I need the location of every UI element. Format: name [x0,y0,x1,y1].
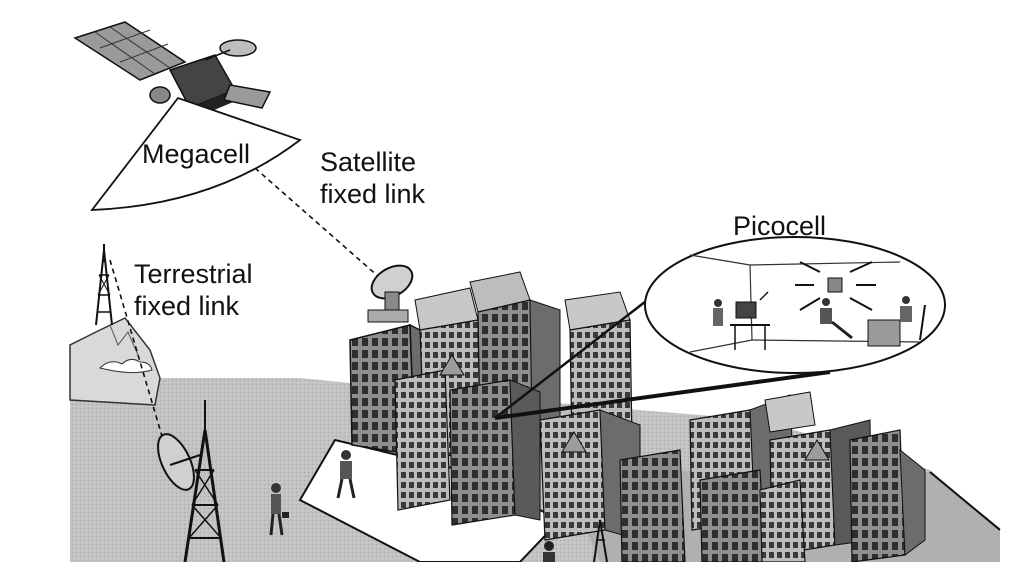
terrestrial-tower [95,244,113,326]
small-tower [593,519,608,562]
satellite-link-line [254,167,389,286]
picocell-bubble [644,236,946,374]
mountain [69,317,161,406]
person-on-ground [269,483,289,536]
ground-tower [157,400,226,562]
terrestrial-label-line1: Terrestrial [134,259,253,289]
terrestrial-label-line2: fixed link [134,291,240,321]
person-on-plaza [336,450,356,499]
satellite-label-line1: Satellite [320,147,417,177]
terrestrial-fixed-link-label: Terrestrial fixed link [134,258,253,322]
person-bottom [543,541,555,562]
rooftop-dish [367,264,414,323]
satellite-fixed-link-label: Satellite fixed link [320,146,425,210]
megacell-label: Megacell [142,139,251,169]
satellite-label-line2: fixed link [320,179,426,209]
satellite [73,21,272,118]
city-block-right [619,391,926,562]
picocell-connector [494,297,831,420]
picocell-label: Picocell [733,211,827,241]
megacell-footprint [90,96,302,211]
